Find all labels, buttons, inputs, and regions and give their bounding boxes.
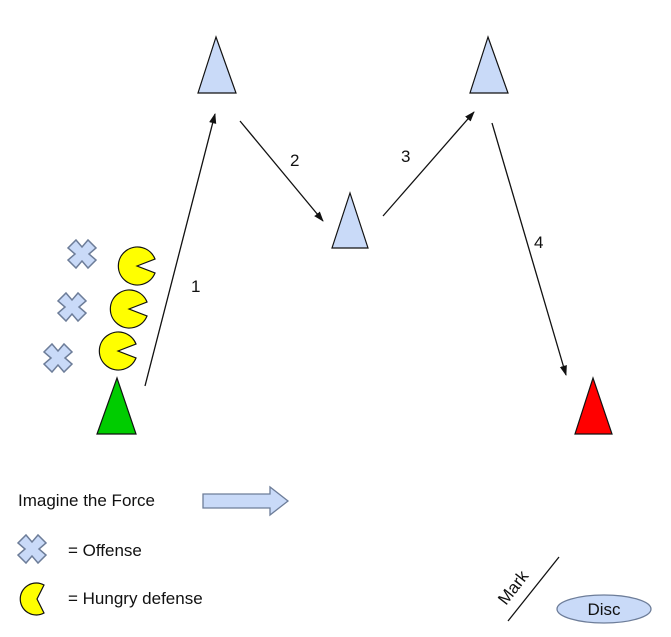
disc-icon (556, 594, 652, 624)
path-label-3: 3 (401, 147, 410, 166)
cone-top-left (197, 35, 237, 94)
arrow-path-1 (144, 112, 217, 387)
offense-x-icon (57, 292, 87, 322)
arrow-path-2 (239, 120, 324, 222)
legend-offense-label: = Offense (68, 541, 142, 560)
offense-x-icon (43, 343, 73, 373)
legend-defense-label: = Hungry defense (68, 589, 203, 608)
mark-line (507, 556, 560, 622)
cone-end-red (574, 376, 613, 435)
path-label-1: 1 (191, 277, 200, 296)
cone-start-green (96, 376, 137, 435)
force-arrow-icon (202, 485, 290, 517)
disc-label: Disc (587, 600, 621, 619)
legend-force-label: Imagine the Force (18, 491, 155, 510)
arrow-path-3 (382, 111, 475, 217)
legend-offense-x-icon (17, 534, 47, 564)
path-label-4: 4 (534, 233, 543, 252)
hungry-defense-icon (117, 246, 156, 286)
offense-x-icon (67, 239, 97, 269)
mark-label: Mark (494, 567, 533, 609)
legend-hungry-defense-icon (19, 582, 45, 616)
cone-top-right (469, 35, 509, 94)
cone-middle (331, 191, 369, 249)
hungry-defense-icon (98, 331, 137, 371)
path-label-2: 2 (290, 151, 299, 170)
hungry-defense-icon (109, 289, 148, 329)
arrow-path-4 (491, 122, 567, 376)
